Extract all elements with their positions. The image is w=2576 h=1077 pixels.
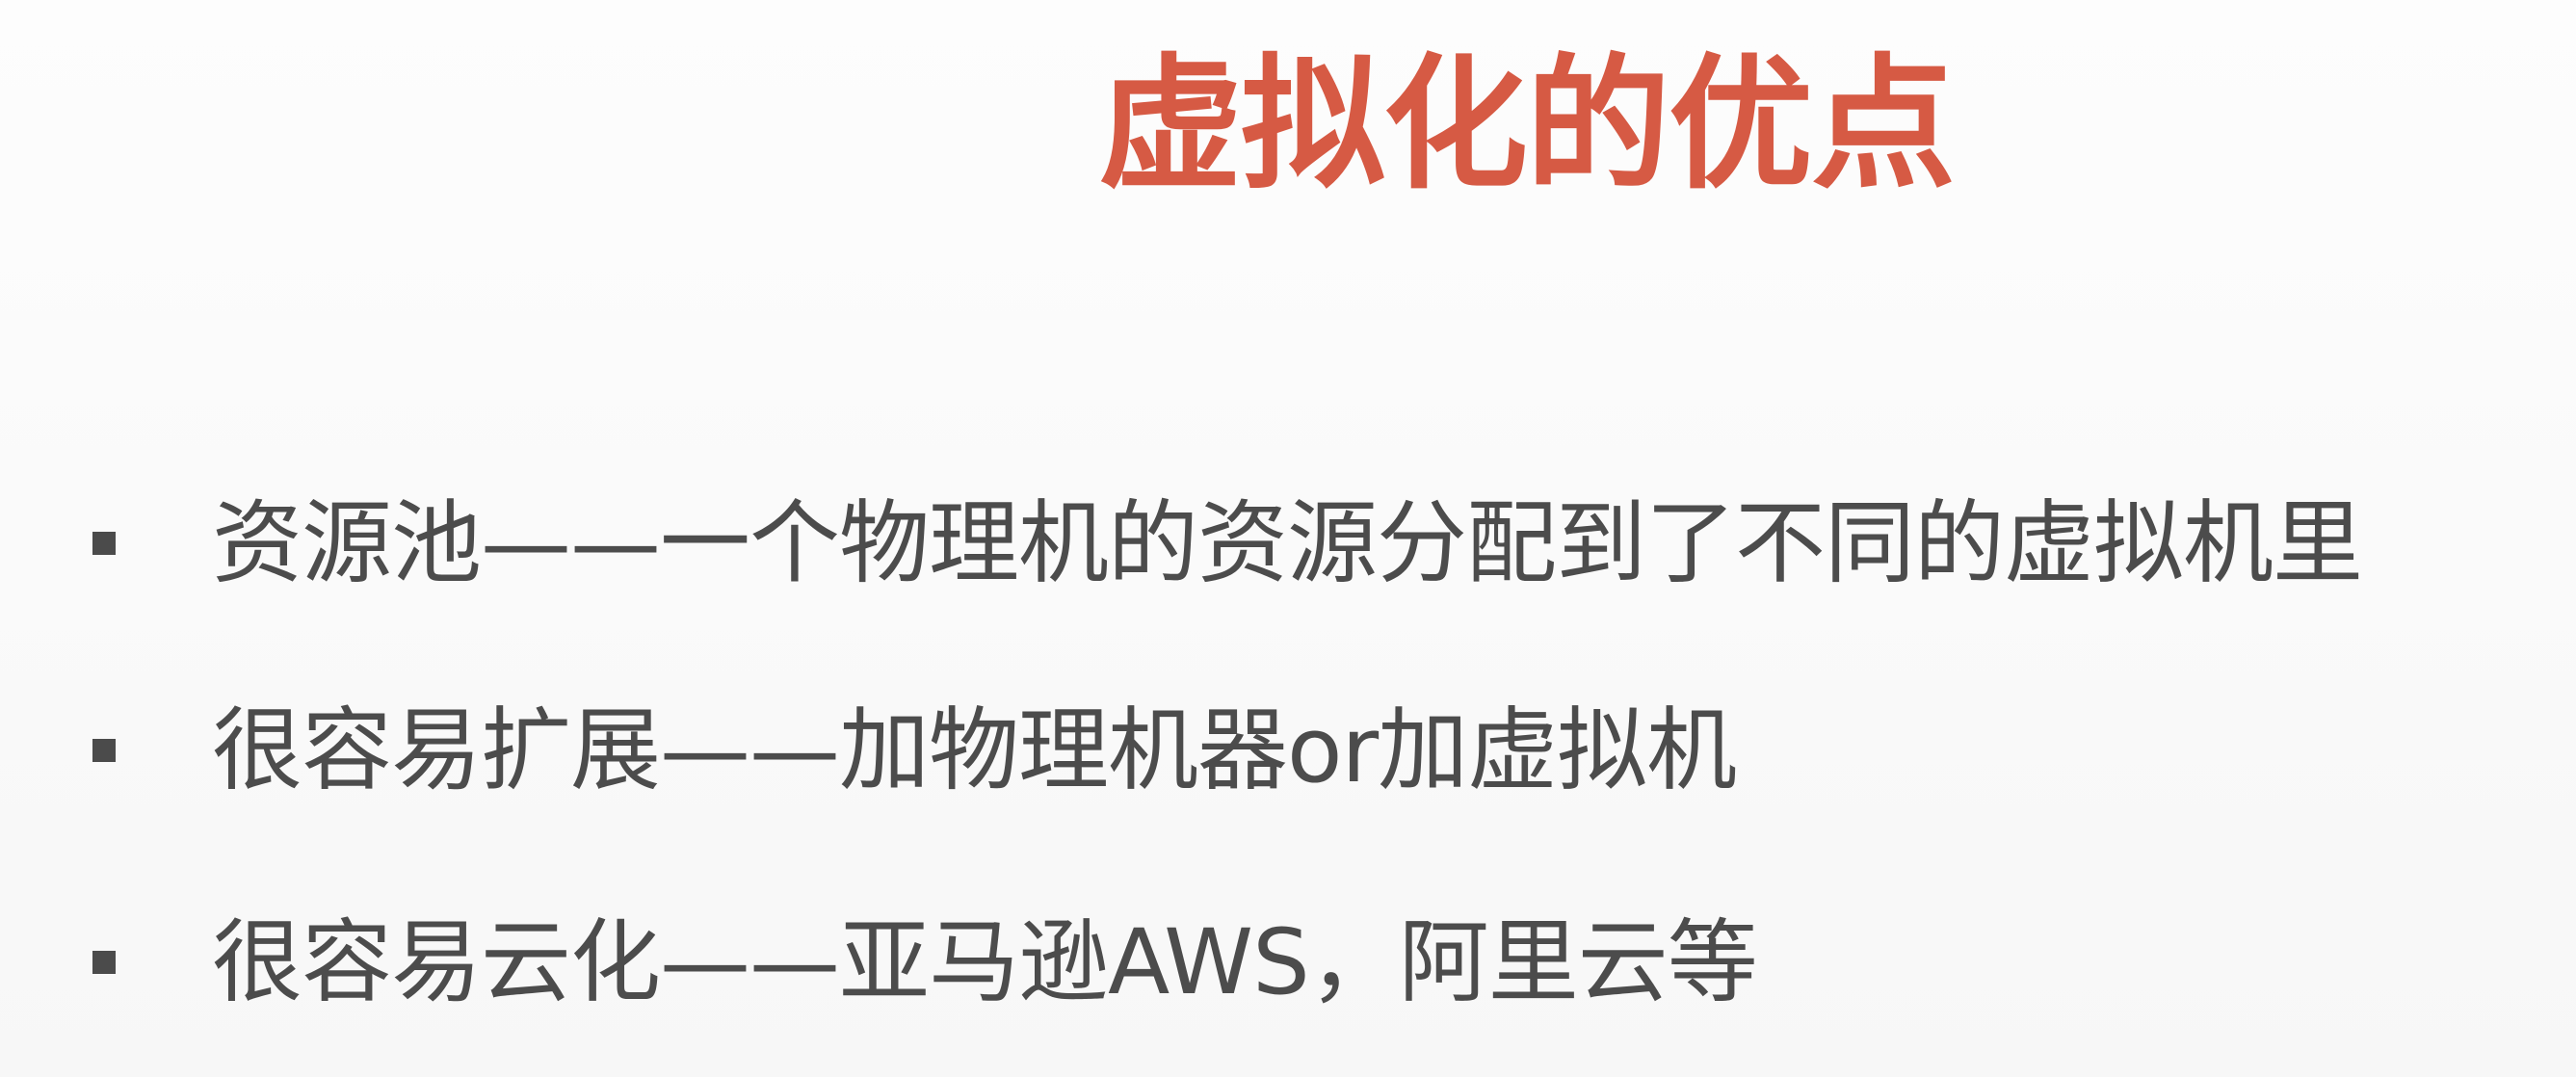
list-item: 很容易扩展——加物理机器or加虚拟机	[87, 689, 2553, 824]
bullet-text: 很容易扩展——加物理机器or加虚拟机	[212, 698, 1737, 803]
bullet-square-icon	[92, 951, 116, 974]
list-item: 资源池——一个物理机的资源分配到了不同的虚拟机里	[87, 482, 2553, 617]
bullet-text: 很容易云化——亚马逊AWS，阿里云等	[212, 910, 1758, 1015]
list-item: 很容易云化——亚马逊AWS，阿里云等	[87, 901, 2553, 1036]
bullet-square-icon	[92, 739, 116, 762]
bullet-square-icon	[92, 532, 116, 555]
slide-title: 虚拟化的优点	[1098, 41, 1956, 209]
bullet-text: 资源池——一个物理机的资源分配到了不同的虚拟机里	[212, 491, 2363, 596]
